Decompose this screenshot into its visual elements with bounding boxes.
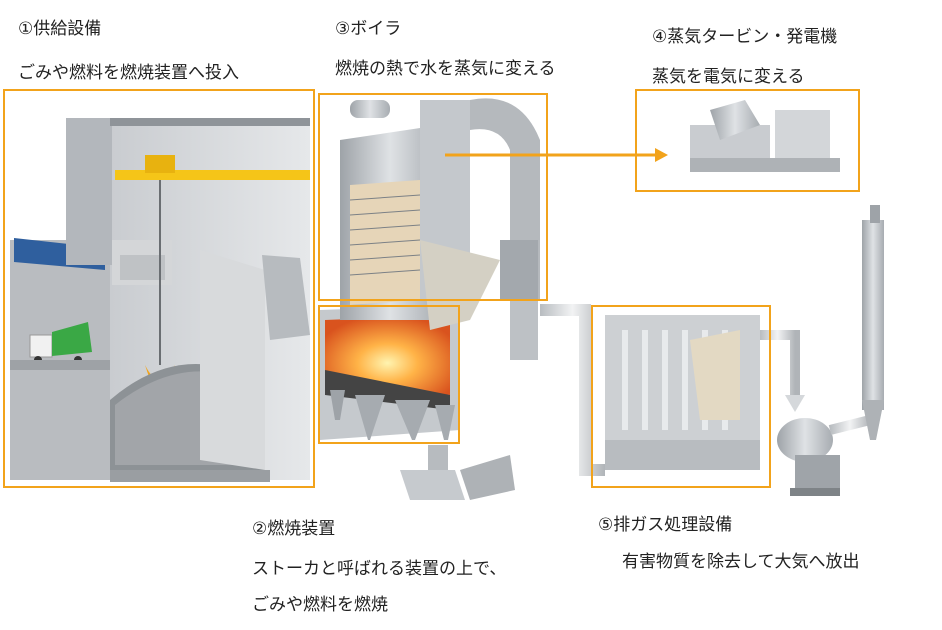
turbine-description: 蒸気を電気に変える <box>652 67 805 87</box>
supply-title: ①供給設備 <box>18 19 102 39</box>
supply-building <box>10 118 310 482</box>
boiler-highlight-box <box>318 93 548 301</box>
supply-description: ごみや燃料を燃焼装置へ投入 <box>18 63 239 83</box>
combustion-highlight-box <box>318 305 460 444</box>
exhaust-title: ⑤排ガス処理設備 <box>598 515 733 535</box>
combustion-title: ②燃焼装置 <box>252 519 336 539</box>
flame <box>325 315 450 395</box>
boiler <box>340 98 540 360</box>
supply-highlight-box <box>3 89 315 488</box>
steam-flow-arrow <box>445 148 668 162</box>
turbine-highlight-box <box>635 89 860 192</box>
steam-drum <box>350 100 390 118</box>
ash-conveyor <box>400 445 515 500</box>
turbine-title: ④蒸気タービン・発電機 <box>652 27 838 47</box>
exhaust-description: 有害物質を除去して大気へ放出 <box>622 552 860 572</box>
crane-rail <box>115 170 310 180</box>
boiler-description: 燃焼の熱で水を蒸気に変える <box>335 59 556 79</box>
turbine-generator <box>690 100 840 172</box>
induced-draft-fan <box>777 418 840 496</box>
exhaust-highlight-box <box>591 305 771 488</box>
combustion-description-line2: ごみや燃料を燃焼 <box>252 595 388 615</box>
combustion-description-line1: ストーカと呼ばれる装置の上で、 <box>252 559 507 579</box>
chimney <box>862 205 884 440</box>
bag-filter <box>605 315 760 470</box>
boiler-title: ③ボイラ <box>335 19 402 39</box>
stoker <box>320 305 460 440</box>
